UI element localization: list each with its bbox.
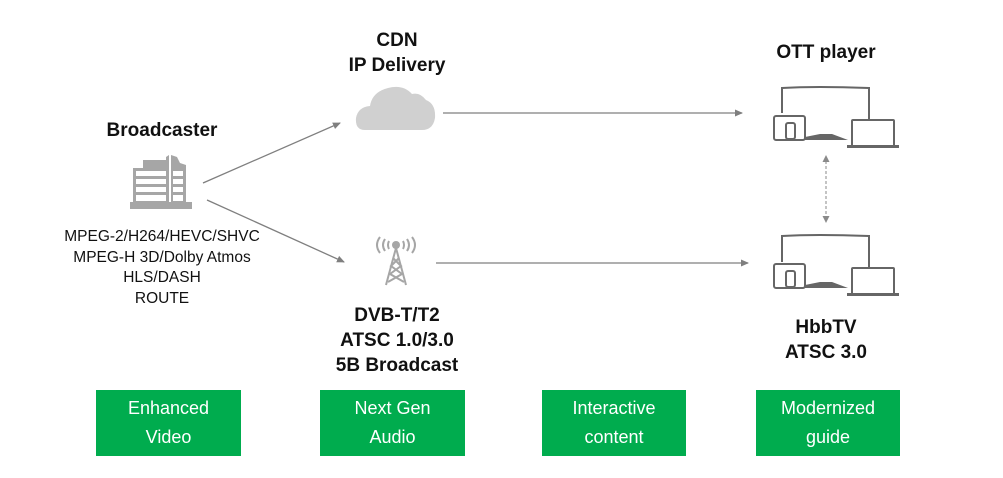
feature-box-next-gen-audio: Next Gen Audio [320,390,465,456]
broadcaster-detail-line: HLS/DASH [123,269,201,286]
cdn-title-line: CDN [376,30,418,51]
cdn-title: CDN IP Delivery [297,28,497,78]
arrow-broadcaster-to-broadcast [206,199,345,263]
cdn-title-line: IP Delivery [348,55,446,76]
feature-line: Audio [369,427,416,447]
feature-line: Next Gen [354,398,431,418]
broadcaster-title: Broadcaster [106,120,218,141]
arrow-broadcaster-to-cdn [202,122,341,184]
ott-title: OTT player [776,42,876,63]
feature-box-modernized-guide: Modernized guide [756,390,900,456]
broadcast-title-line: ATSC 1.0/3.0 [340,330,454,351]
broadcaster-detail-line: ROUTE [134,289,190,307]
broadcast-title-line: DVB-T/T2 [354,305,440,326]
feature-line: content [584,427,644,447]
feature-line: Modernized [780,398,876,418]
feature-box-enhanced-video: Enhanced Video [96,390,241,456]
feature-line: Enhanced [127,398,210,418]
broadcast-title: DVB-T/T2 ATSC 1.0/3.0 5B Broadcast [297,303,497,378]
feature-box-interactive-content: Interactive content [542,390,686,456]
broadcast-title-line: 5B Broadcast [335,355,459,376]
hbbtv-title: HbbTV ATSC 3.0 [736,315,916,365]
hbbtv-title-line: ATSC 3.0 [784,342,867,363]
feature-line: Video [145,427,192,447]
broadcaster-detail-line: MPEG-H 3D/Dolby Atmos [73,248,251,266]
broadcaster-details: MPEG-2/H264/HEVC/SHVC MPEG-H 3D/Dolby At… [42,227,282,309]
hbbtv-title-line: HbbTV [795,317,857,338]
broadcaster-detail-line: MPEG-2/H264/HEVC/SHVC [64,228,260,245]
feature-line: Interactive [572,398,656,418]
feature-line: guide [805,427,851,447]
